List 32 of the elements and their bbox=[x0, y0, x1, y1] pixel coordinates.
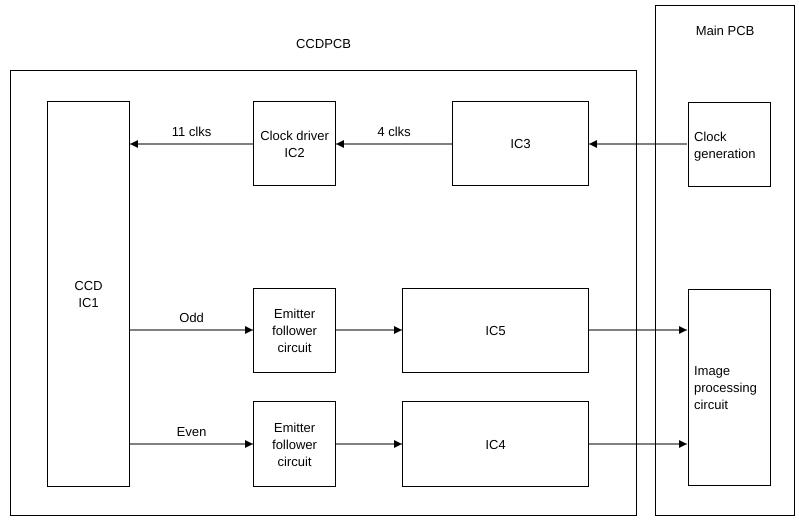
arrow bbox=[130, 140, 254, 148]
block-label: Clock generation bbox=[694, 128, 756, 162]
arrow bbox=[336, 140, 452, 148]
circuit-block bbox=[253, 101, 336, 186]
circuit-block bbox=[402, 401, 589, 487]
arrow bbox=[130, 440, 254, 448]
arrow bbox=[336, 440, 402, 448]
arrow bbox=[588, 326, 688, 334]
arrow bbox=[130, 326, 254, 334]
arrow bbox=[588, 440, 688, 448]
block-label: IC5 bbox=[485, 322, 506, 339]
block-label: Clock driver bbox=[260, 126, 329, 144]
block-label: Image processing circuit bbox=[694, 362, 758, 413]
arrow bbox=[588, 140, 688, 148]
circuit-block bbox=[47, 101, 130, 487]
block-label: Emitter follower circuit bbox=[271, 305, 318, 356]
circuit-block bbox=[452, 101, 589, 186]
block-label: IC4 bbox=[485, 436, 506, 452]
circuit-block bbox=[402, 288, 589, 373]
circuit-block bbox=[253, 401, 336, 487]
block-label: IC2 bbox=[284, 144, 305, 160]
circuit-block bbox=[253, 288, 336, 373]
block-label: Emitter follower circuit bbox=[271, 418, 318, 470]
circuit-block bbox=[688, 102, 771, 187]
circuit-block bbox=[688, 289, 771, 486]
block-label: IC3 bbox=[510, 135, 531, 152]
block-label: CCD bbox=[74, 277, 103, 294]
circuit-board bbox=[655, 5, 795, 516]
board-title: Main PCB bbox=[696, 23, 754, 39]
board-title: CCDPCB bbox=[296, 36, 351, 52]
arrow bbox=[336, 326, 402, 334]
block-label: IC1 bbox=[78, 294, 99, 311]
